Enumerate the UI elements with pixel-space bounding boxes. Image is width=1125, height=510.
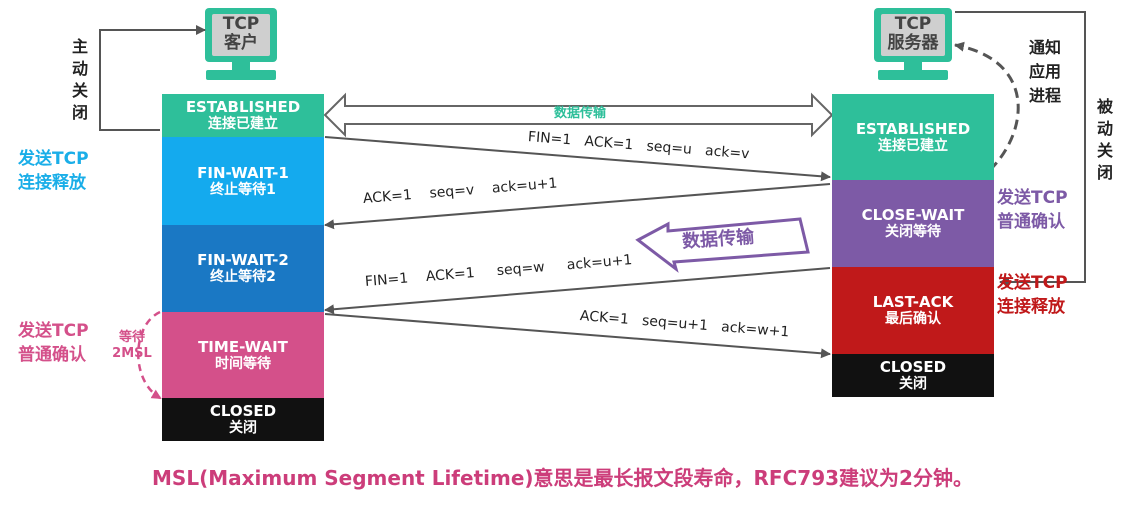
server-label-line1: TCP bbox=[894, 14, 932, 34]
active-close-bracket bbox=[99, 25, 206, 131]
wait-label-line1: 等待 bbox=[118, 330, 145, 345]
ack-arrow-1 bbox=[324, 183, 831, 230]
server-label-line2: 服务器 bbox=[887, 33, 939, 53]
server-state-0-en: ESTABLISHED bbox=[855, 119, 971, 138]
active-close-label: 主动关闭 bbox=[69, 38, 88, 126]
client-state-3-en: TIME-WAIT bbox=[198, 337, 288, 356]
client-state-0-zh: 连接已建立 bbox=[208, 116, 278, 133]
server-state-1-zh: 关闭等待 bbox=[885, 224, 941, 241]
fin-arrow-2 bbox=[324, 267, 831, 315]
client-state-3-zh: 时间等待 bbox=[215, 355, 271, 372]
server-state-0-zh: 连接已建立 bbox=[878, 137, 948, 154]
data-transfer-mid-label: 数据传输 bbox=[681, 226, 755, 253]
client-state-4-en: CLOSED bbox=[209, 402, 277, 421]
client-send-fin-label: 发送TCP 连接释放 bbox=[18, 149, 89, 193]
msl-footnote: MSL(Maximum Segment Lifetime)意思是最长报文段寿命，… bbox=[152, 466, 973, 490]
client-state-2-en: FIN-WAIT-2 bbox=[197, 251, 289, 270]
notify-app-label: 通知应用进程 bbox=[1028, 38, 1061, 105]
client-state-1-zh: 终止等待1 bbox=[210, 181, 276, 198]
server-monitor-label: TCP 服务器 bbox=[878, 15, 948, 53]
client-label-line2: 客户 bbox=[224, 33, 258, 53]
server-state-3-en: CLOSED bbox=[879, 358, 947, 377]
server-state-2-zh: 最后确认 bbox=[885, 311, 941, 328]
wait-label-line2: 2MSL bbox=[112, 346, 152, 361]
client-state-1-en: FIN-WAIT-1 bbox=[197, 163, 289, 182]
passive-close-bracket bbox=[955, 11, 1086, 287]
client-label-line1: TCP bbox=[222, 14, 260, 34]
server-monitor-icon bbox=[874, 8, 952, 80]
ack-arrow-2 bbox=[324, 313, 831, 359]
client-state-0-en: ESTABLISHED bbox=[185, 98, 301, 117]
client-monitor-label: TCP 客户 bbox=[212, 15, 270, 53]
wait-2msl-label: 等待 2MSL bbox=[110, 330, 154, 362]
server-state-1-en: CLOSE-WAIT bbox=[861, 206, 965, 225]
server-send-fin-label: 发送TCP 连接释放 bbox=[997, 273, 1068, 317]
notify-app-dashed-arrow bbox=[954, 41, 1020, 172]
server-state-3-zh: 关闭 bbox=[899, 376, 927, 393]
client-monitor-icon bbox=[205, 8, 277, 80]
client-state-2-zh: 终止等待2 bbox=[210, 269, 276, 286]
client-state-4-zh: 关闭 bbox=[229, 420, 257, 437]
server-state-2-en: LAST-ACK bbox=[872, 293, 954, 312]
fin-arrow-1 bbox=[324, 136, 831, 182]
data-transfer-left-arrow bbox=[635, 217, 810, 273]
wait-2msl-dashed-arc bbox=[137, 310, 162, 400]
passive-close-label: 被动关闭 bbox=[1094, 98, 1113, 186]
client-send-ack-label: 发送TCP 普通确认 bbox=[18, 321, 89, 365]
server-send-ack-label: 发送TCP 普通确认 bbox=[997, 188, 1068, 232]
data-transfer-top-label: 数据传输 bbox=[553, 106, 606, 121]
